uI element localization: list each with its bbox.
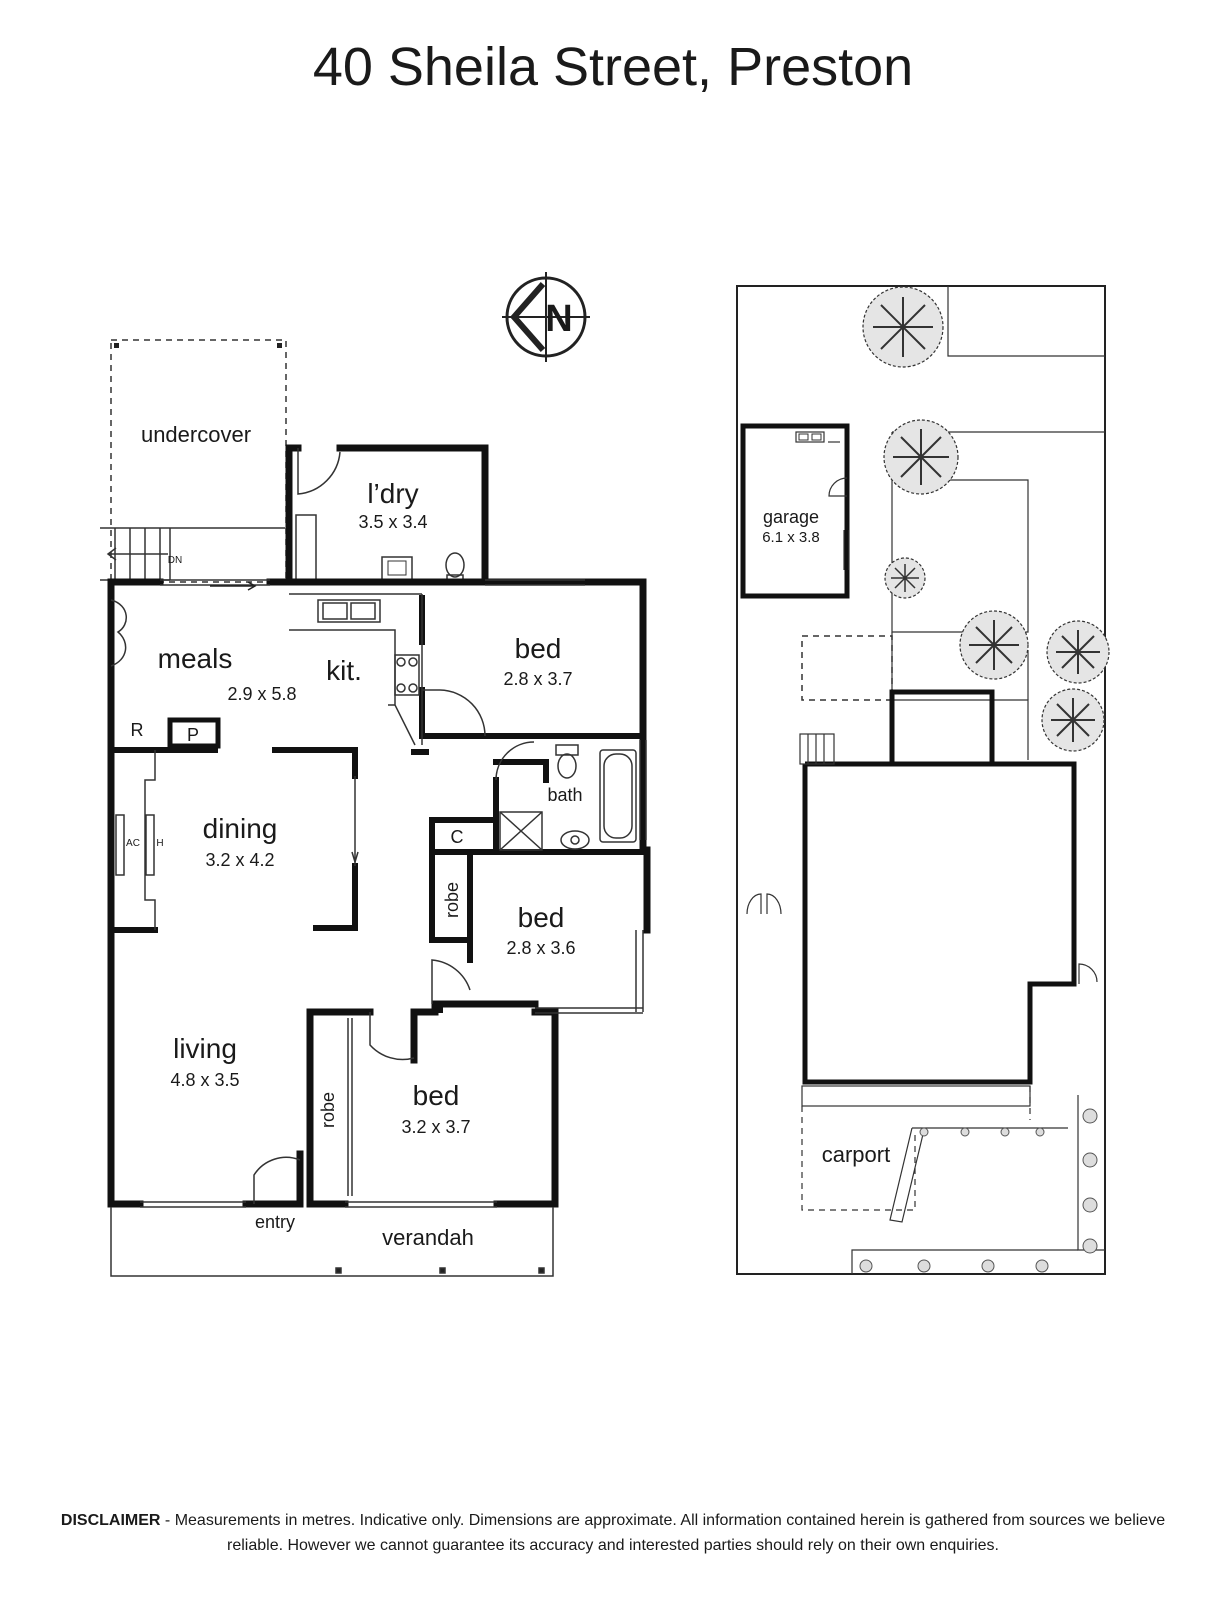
- entry-label: entry: [255, 1212, 295, 1232]
- stairs-icon: [100, 527, 285, 581]
- house-footprint: [802, 689, 1077, 1085]
- tree-icons: [862, 286, 1110, 752]
- garage-dims: 6.1 x 3.8: [762, 529, 820, 546]
- disclaimer-heading: DISCLAIMER: [60, 1512, 161, 1529]
- garage-building: [740, 423, 850, 599]
- house-floor-plan: undercover DN l’dry 3.5 x 3.4 meals 2.9 …: [100, 339, 651, 1277]
- undercover-label: undercover: [141, 422, 251, 447]
- fridge-label: R: [131, 720, 144, 740]
- bed2-label: bed: [518, 902, 565, 933]
- shrub-icons: [859, 1108, 1098, 1273]
- ac-label: AC: [126, 838, 140, 849]
- bed1-label: bed: [515, 633, 562, 664]
- meals-label: meals: [158, 643, 233, 674]
- compass-letter: N: [545, 298, 572, 340]
- verandah-label: verandah: [382, 1225, 474, 1250]
- site-boundary: [736, 285, 1106, 1275]
- undercover-outline: [110, 339, 287, 583]
- laundry-dims: 3.5 x 3.4: [358, 512, 427, 532]
- heater-label: H: [156, 838, 163, 849]
- garage-label: garage: [763, 507, 819, 527]
- site-plan: garage 6.1 x 3.8 carpo: [736, 285, 1110, 1275]
- living-label: living: [173, 1033, 237, 1064]
- laundry-label: l’dry: [367, 478, 418, 509]
- robe-bed2-label: robe: [442, 882, 462, 918]
- cupboard-label: C: [451, 827, 464, 847]
- kitchen-label: kit.: [326, 655, 362, 686]
- bed3-label: bed: [413, 1080, 460, 1111]
- bed2-dims: 2.8 x 3.6: [506, 938, 575, 958]
- disclaimer-text: - Measurements in metres. Indicative onl…: [160, 1512, 1166, 1554]
- living-dims: 4.8 x 3.5: [170, 1070, 239, 1090]
- bed1-dims: 2.8 x 3.7: [503, 669, 572, 689]
- dining-label: dining: [203, 813, 278, 844]
- bath-label: bath: [547, 785, 582, 805]
- robe-bed3-label: robe: [318, 1092, 338, 1128]
- carport-label: carport: [822, 1142, 890, 1167]
- stairs-down-label: DN: [168, 555, 182, 566]
- page-title: 40 Sheila Street, Preston: [312, 37, 914, 97]
- bed3-dims: 3.2 x 3.7: [401, 1117, 470, 1137]
- compass-icon: N: [502, 272, 590, 362]
- meals-dims: 2.9 x 5.8: [227, 684, 296, 704]
- dining-dims: 3.2 x 4.2: [205, 850, 274, 870]
- pantry-label: P: [187, 725, 199, 745]
- disclaimer: DISCLAIMER - Measurements in metres. Ind…: [60, 1508, 1166, 1558]
